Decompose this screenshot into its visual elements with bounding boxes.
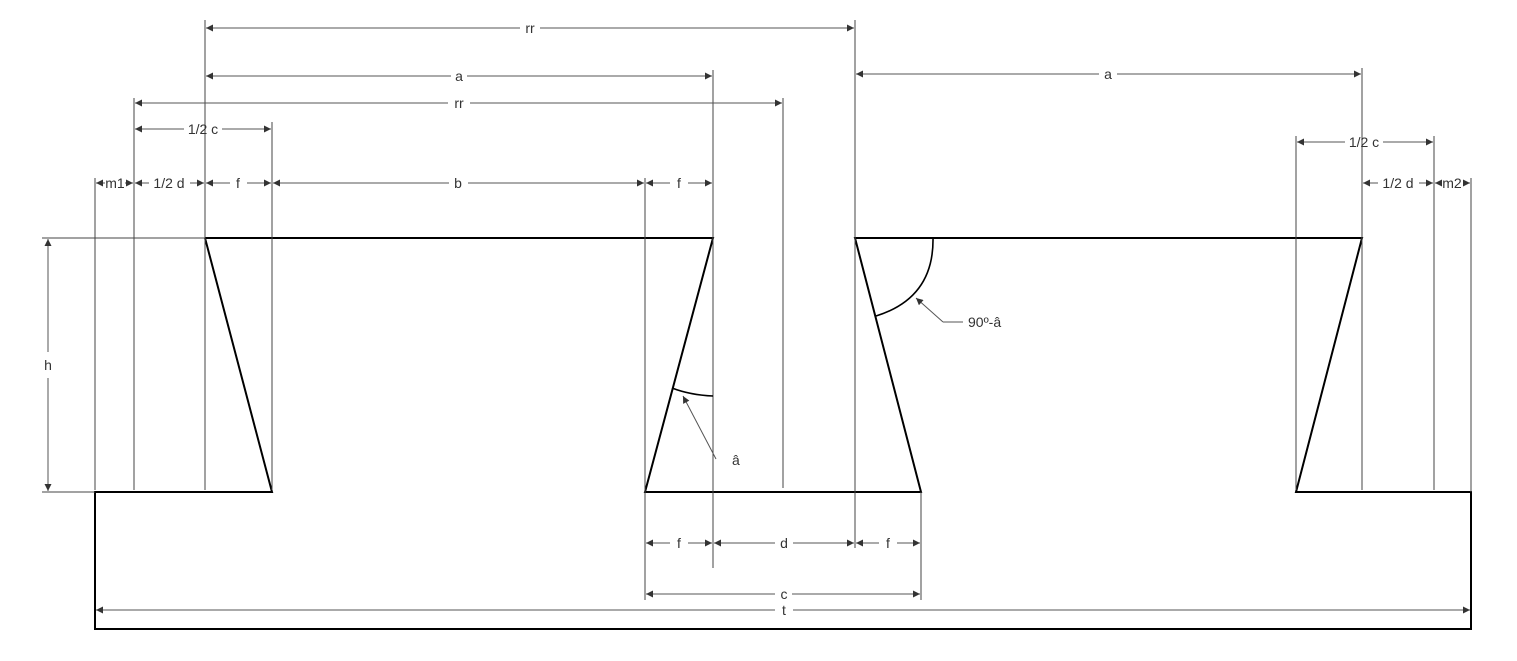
label-f-bottom-right: f <box>886 535 890 551</box>
angle-marks <box>671 237 963 460</box>
label-half-d-right: 1/2 d <box>1382 175 1413 191</box>
angle-arc-compl <box>875 237 934 317</box>
dimension-lines <box>44 24 1470 614</box>
angle-leader-a <box>682 395 717 460</box>
label-d: d <box>780 535 788 551</box>
label-t: t <box>782 602 786 618</box>
label-half-c-right: 1/2 c <box>1349 134 1379 150</box>
angle-arc-a <box>671 387 714 397</box>
label-rr-top: rr <box>525 20 535 36</box>
label-rr-second: rr <box>454 95 464 111</box>
label-f-center-top: f <box>677 175 681 191</box>
label-f-left: f <box>236 175 240 191</box>
label-m2: m2 <box>1442 175 1462 191</box>
angle-leader-compl <box>915 297 944 323</box>
label-b: b <box>454 175 462 191</box>
label-half-d-left: 1/2 d <box>153 175 184 191</box>
extension-lines <box>42 20 1472 600</box>
label-a-right: a <box>1104 66 1112 82</box>
label-a-left: a <box>455 68 463 84</box>
dimension-labels: rr a a rr 1/2 c 1/2 c m1 1/2 d f b f 1/2… <box>44 20 1462 618</box>
label-angle-complement: 90º-â <box>968 314 1001 330</box>
label-h: h <box>44 357 52 373</box>
label-m1: m1 <box>105 175 125 191</box>
label-c: c <box>781 586 788 602</box>
label-f-bottom-left: f <box>677 535 681 551</box>
label-half-c-left: 1/2 c <box>188 121 218 137</box>
label-angle: â <box>732 452 740 468</box>
